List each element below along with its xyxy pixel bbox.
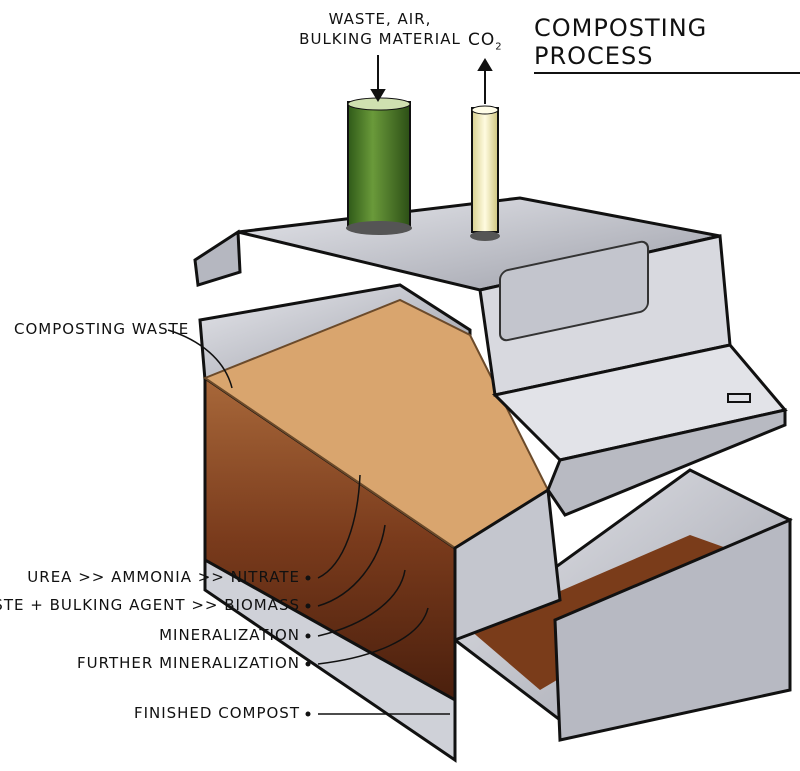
input-cylinder: [346, 97, 412, 235]
leader-lines: [167, 329, 450, 715]
lower-tray: [452, 468, 793, 742]
co2-text: CO: [468, 30, 496, 50]
label-finished-compost: Finished Compost: [133, 704, 300, 722]
tray-side-wall: [453, 487, 562, 643]
output-cylinder: [470, 105, 500, 241]
label-urea-ammonia-nitrate: Urea >> Ammonia >> Nitrate: [27, 568, 300, 586]
label-mineralization: Mineralization: [159, 626, 300, 644]
input-label-line1: Waste, Air,: [328, 10, 432, 28]
label-biomass: Waste + Bulking Agent >> Biomass: [0, 596, 300, 614]
co2-subscript: 2: [495, 41, 503, 53]
label-further-mineralization: Further Mineralization: [77, 654, 300, 672]
composter-lid: [193, 196, 788, 517]
composting-waste-surface: [202, 298, 550, 550]
diagram-title: Composting Process: [534, 14, 800, 74]
label-composting-waste: Composting Waste: [14, 320, 190, 338]
co2-label: CO2: [468, 30, 503, 52]
input-label-line2: Bulking Material: [299, 30, 461, 48]
